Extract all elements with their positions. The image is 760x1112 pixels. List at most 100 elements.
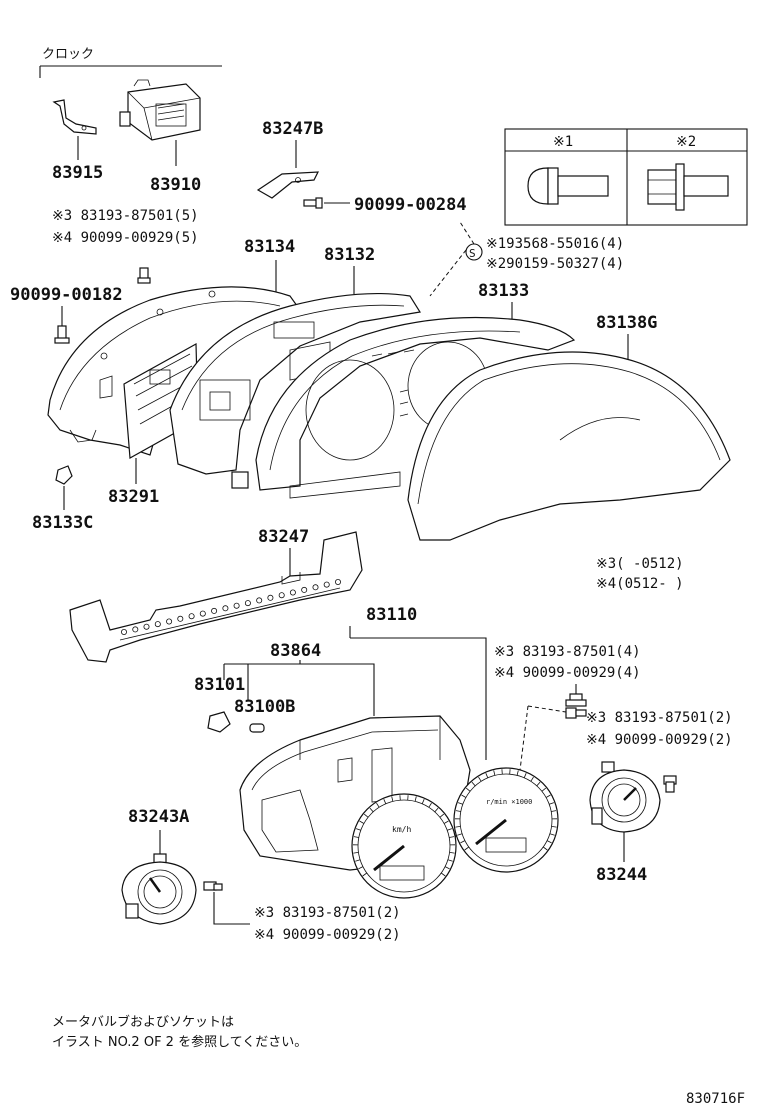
circuit-contact-dot xyxy=(323,581,330,588)
glass-83138g-drawing xyxy=(407,351,731,541)
note-r2: ※4(0512- ) xyxy=(596,576,684,592)
screw-table-col1: ※1 xyxy=(553,134,573,150)
circuit-contact-dot xyxy=(199,610,206,617)
circuit-contact-dot xyxy=(267,594,274,601)
gauge-tick xyxy=(549,833,555,836)
gauge-tick xyxy=(355,859,361,862)
gauge-tick xyxy=(471,781,476,787)
gauge-tick xyxy=(493,770,496,776)
part-83138G[interactable]: 83138G xyxy=(596,313,657,333)
special-screw-marker: S ※193568-55016(4) ※290159-50327(4) xyxy=(429,221,624,297)
part-83291[interactable]: 83291 xyxy=(108,487,159,507)
part-83247[interactable]: 83247 xyxy=(258,527,309,547)
gauge-ticks xyxy=(352,769,558,877)
note-b1: ※3 83193-87501(4) xyxy=(494,644,641,660)
gauge-tick xyxy=(455,826,461,828)
gauge-tick xyxy=(444,866,450,870)
gauge-tick xyxy=(541,787,547,792)
gauge-tick xyxy=(455,810,461,812)
gauge-tick xyxy=(428,802,432,808)
gauge-tick xyxy=(461,794,467,798)
part-83910[interactable]: 83910 xyxy=(150,175,201,195)
part-83133C[interactable]: 83133C xyxy=(32,513,93,533)
part-83100B[interactable]: 83100B xyxy=(234,697,295,717)
circuit-contact-dot xyxy=(334,579,341,586)
circuit-contact-dot xyxy=(154,621,161,628)
bracket-83915-drawing xyxy=(52,99,97,135)
gauge-tick xyxy=(449,836,455,838)
part-83243A[interactable]: 83243A xyxy=(128,807,189,827)
screw-b-drawing xyxy=(565,693,587,707)
gauge-tick xyxy=(465,787,471,792)
part-83133[interactable]: 83133 xyxy=(478,281,529,301)
gauge-83243a-drawing xyxy=(121,853,197,925)
note-c1: ※3 83193-87501(2) xyxy=(586,710,733,726)
circuit-contact-dot xyxy=(244,600,251,607)
bracket-83247b-section: 83247B 90099-00284 xyxy=(256,119,467,215)
screw-d-drawing xyxy=(203,881,223,891)
gauge-right-text: r/min ×1000 xyxy=(486,798,532,806)
screw-table-col2: ※2 xyxy=(676,134,696,150)
note-a2: ※4 90099-00929(5) xyxy=(52,230,199,246)
circuit-contact-dot xyxy=(312,584,319,591)
part-83244[interactable]: 83244 xyxy=(596,865,647,885)
circuit-contact-dot xyxy=(188,613,195,620)
clip-83133c-drawing xyxy=(55,465,73,485)
gauge-tick xyxy=(551,810,557,812)
gauge-tick xyxy=(464,846,470,851)
circuit-contact-dot xyxy=(256,597,263,604)
gauge-tick xyxy=(355,828,361,831)
circuit-contact-dot xyxy=(289,589,296,596)
gauge-tick xyxy=(457,802,463,805)
meter-assembly-83110-drawing: km/h r/min ×1000 xyxy=(239,715,559,899)
gauge-tick xyxy=(369,807,374,813)
part-83101[interactable]: 83101 xyxy=(194,675,245,695)
note-d1: ※3 83193-87501(2) xyxy=(254,905,401,921)
gauge-tick xyxy=(449,852,455,854)
part-83915[interactable]: 83915 xyxy=(52,163,103,183)
screw-90099-00284-drawing xyxy=(303,197,323,209)
note-b2: ※4 90099-00929(4) xyxy=(494,665,641,681)
s-mark: S xyxy=(469,247,476,260)
circuit-contact-dots xyxy=(121,579,341,636)
gauge-tick xyxy=(447,859,453,862)
gauge-tick xyxy=(478,776,482,782)
gauge-tick xyxy=(440,872,446,877)
case-83132-drawing xyxy=(169,292,421,489)
gauge-tick xyxy=(549,802,555,805)
part-83132[interactable]: 83132 xyxy=(324,245,375,265)
part-83110[interactable]: 83110 xyxy=(366,605,417,625)
gauge-83244-drawing xyxy=(589,761,661,833)
part-90099-00284[interactable]: 90099-00284 xyxy=(354,195,467,215)
clock-unit-83910-drawing xyxy=(119,79,201,141)
note-s1: ※193568-55016(4) xyxy=(486,236,624,252)
footer-line1: メータバルブおよびソケットは xyxy=(52,1014,234,1030)
circuit-contact-dot xyxy=(143,623,150,630)
gauge-tick xyxy=(383,799,387,804)
gauge-tick xyxy=(447,828,453,831)
gauge-left-text: km/h xyxy=(392,825,411,834)
part-83864[interactable]: 83864 xyxy=(270,641,321,661)
circuit-contact-dot xyxy=(132,626,139,633)
gauge-tick xyxy=(376,802,380,808)
gauge-tick xyxy=(439,813,445,818)
circuit-contact-dot xyxy=(301,586,308,593)
footer-line2: イラスト NO.2 OF 2 を参照してください。 xyxy=(52,1034,307,1050)
note-d2: ※4 90099-00929(2) xyxy=(254,927,401,943)
gauge-tick xyxy=(353,852,359,854)
part-83247B[interactable]: 83247B xyxy=(262,119,323,139)
circuit-contact-dot xyxy=(211,607,218,614)
gauge-tick xyxy=(551,826,557,828)
part-83134[interactable]: 83134 xyxy=(244,237,295,257)
part-90099-00182[interactable]: 90099-00182 xyxy=(10,285,123,305)
gauge-tick xyxy=(545,794,551,798)
note-s2: ※290159-50327(4) xyxy=(486,256,624,272)
screw-table: ※1 ※2 xyxy=(504,128,748,226)
round-head-screw-icon xyxy=(527,167,609,205)
gauge-tick xyxy=(536,781,541,787)
flexible-circuit-83247-drawing xyxy=(69,531,363,663)
circuit-contact-dot xyxy=(222,605,229,612)
gauge-tick xyxy=(391,796,394,802)
gauge-tick xyxy=(460,840,466,844)
hex-flange-bolt-icon xyxy=(647,163,729,211)
